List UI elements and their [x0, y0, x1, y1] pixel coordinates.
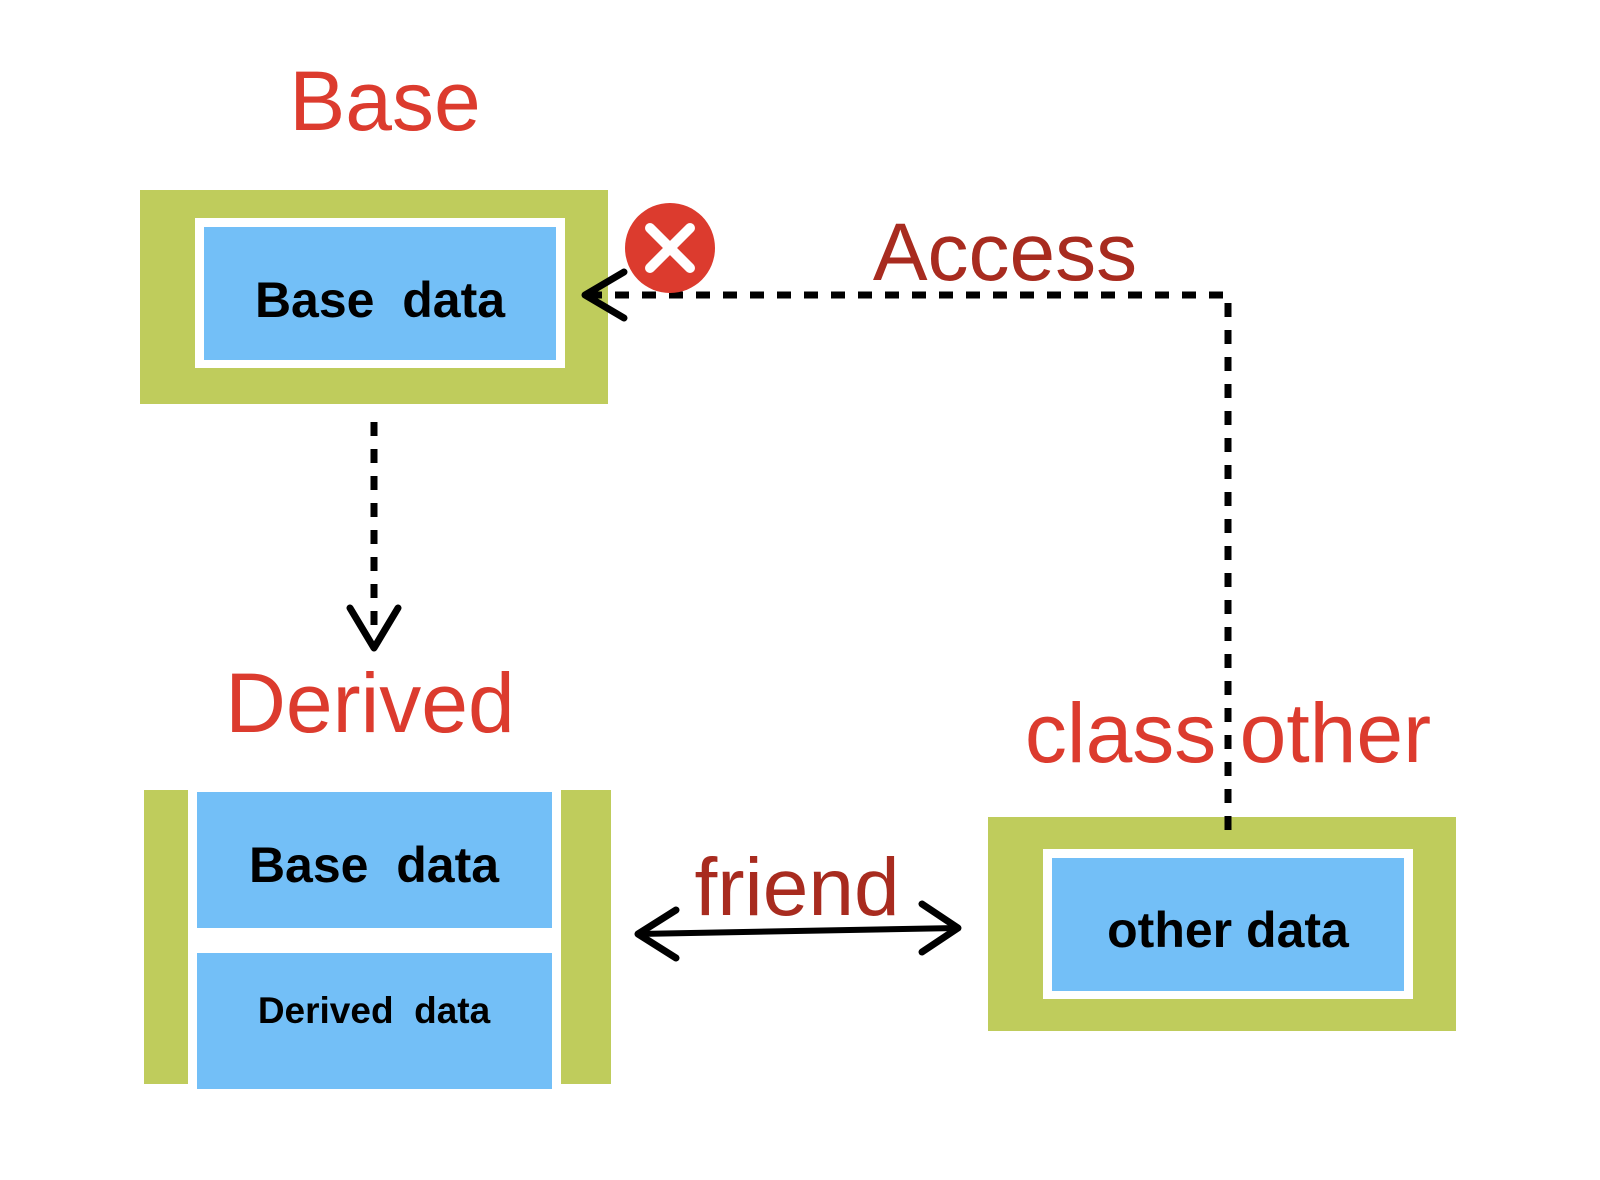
derived-data-cell	[197, 953, 552, 1089]
base-class-box: Base data	[140, 190, 608, 404]
derived-data-label: Derived data	[258, 990, 491, 1031]
base-data-label: Base data	[255, 272, 506, 328]
friend-arrow-head-right	[918, 900, 962, 956]
inheritance-arrow-head	[346, 604, 402, 652]
other-data-label: other data	[1107, 902, 1350, 958]
x-circle-icon	[625, 203, 715, 293]
derived-right-frame	[561, 790, 611, 1084]
friend-arrow	[634, 900, 962, 962]
friend-arrow-line	[637, 925, 959, 937]
other-class-box: other data	[988, 817, 1456, 1031]
derived-class-title: Derived	[225, 656, 514, 750]
access-arrow	[581, 268, 1232, 830]
derived-class-box: Base data Derived data	[144, 790, 611, 1089]
derived-left-frame	[144, 790, 188, 1084]
base-class-title: Base	[289, 54, 480, 148]
base-data-cell	[204, 227, 556, 360]
other-data-cell	[1052, 858, 1404, 991]
access-label: Access	[873, 207, 1137, 298]
friend-arrow-head-left	[634, 906, 680, 962]
friend-label: friend	[694, 842, 899, 933]
access-arrow-head	[581, 268, 628, 322]
inheritance-arrow	[346, 422, 402, 652]
derived-base-data-label: Base data	[249, 837, 500, 893]
derived-base-data-cell	[197, 792, 552, 928]
